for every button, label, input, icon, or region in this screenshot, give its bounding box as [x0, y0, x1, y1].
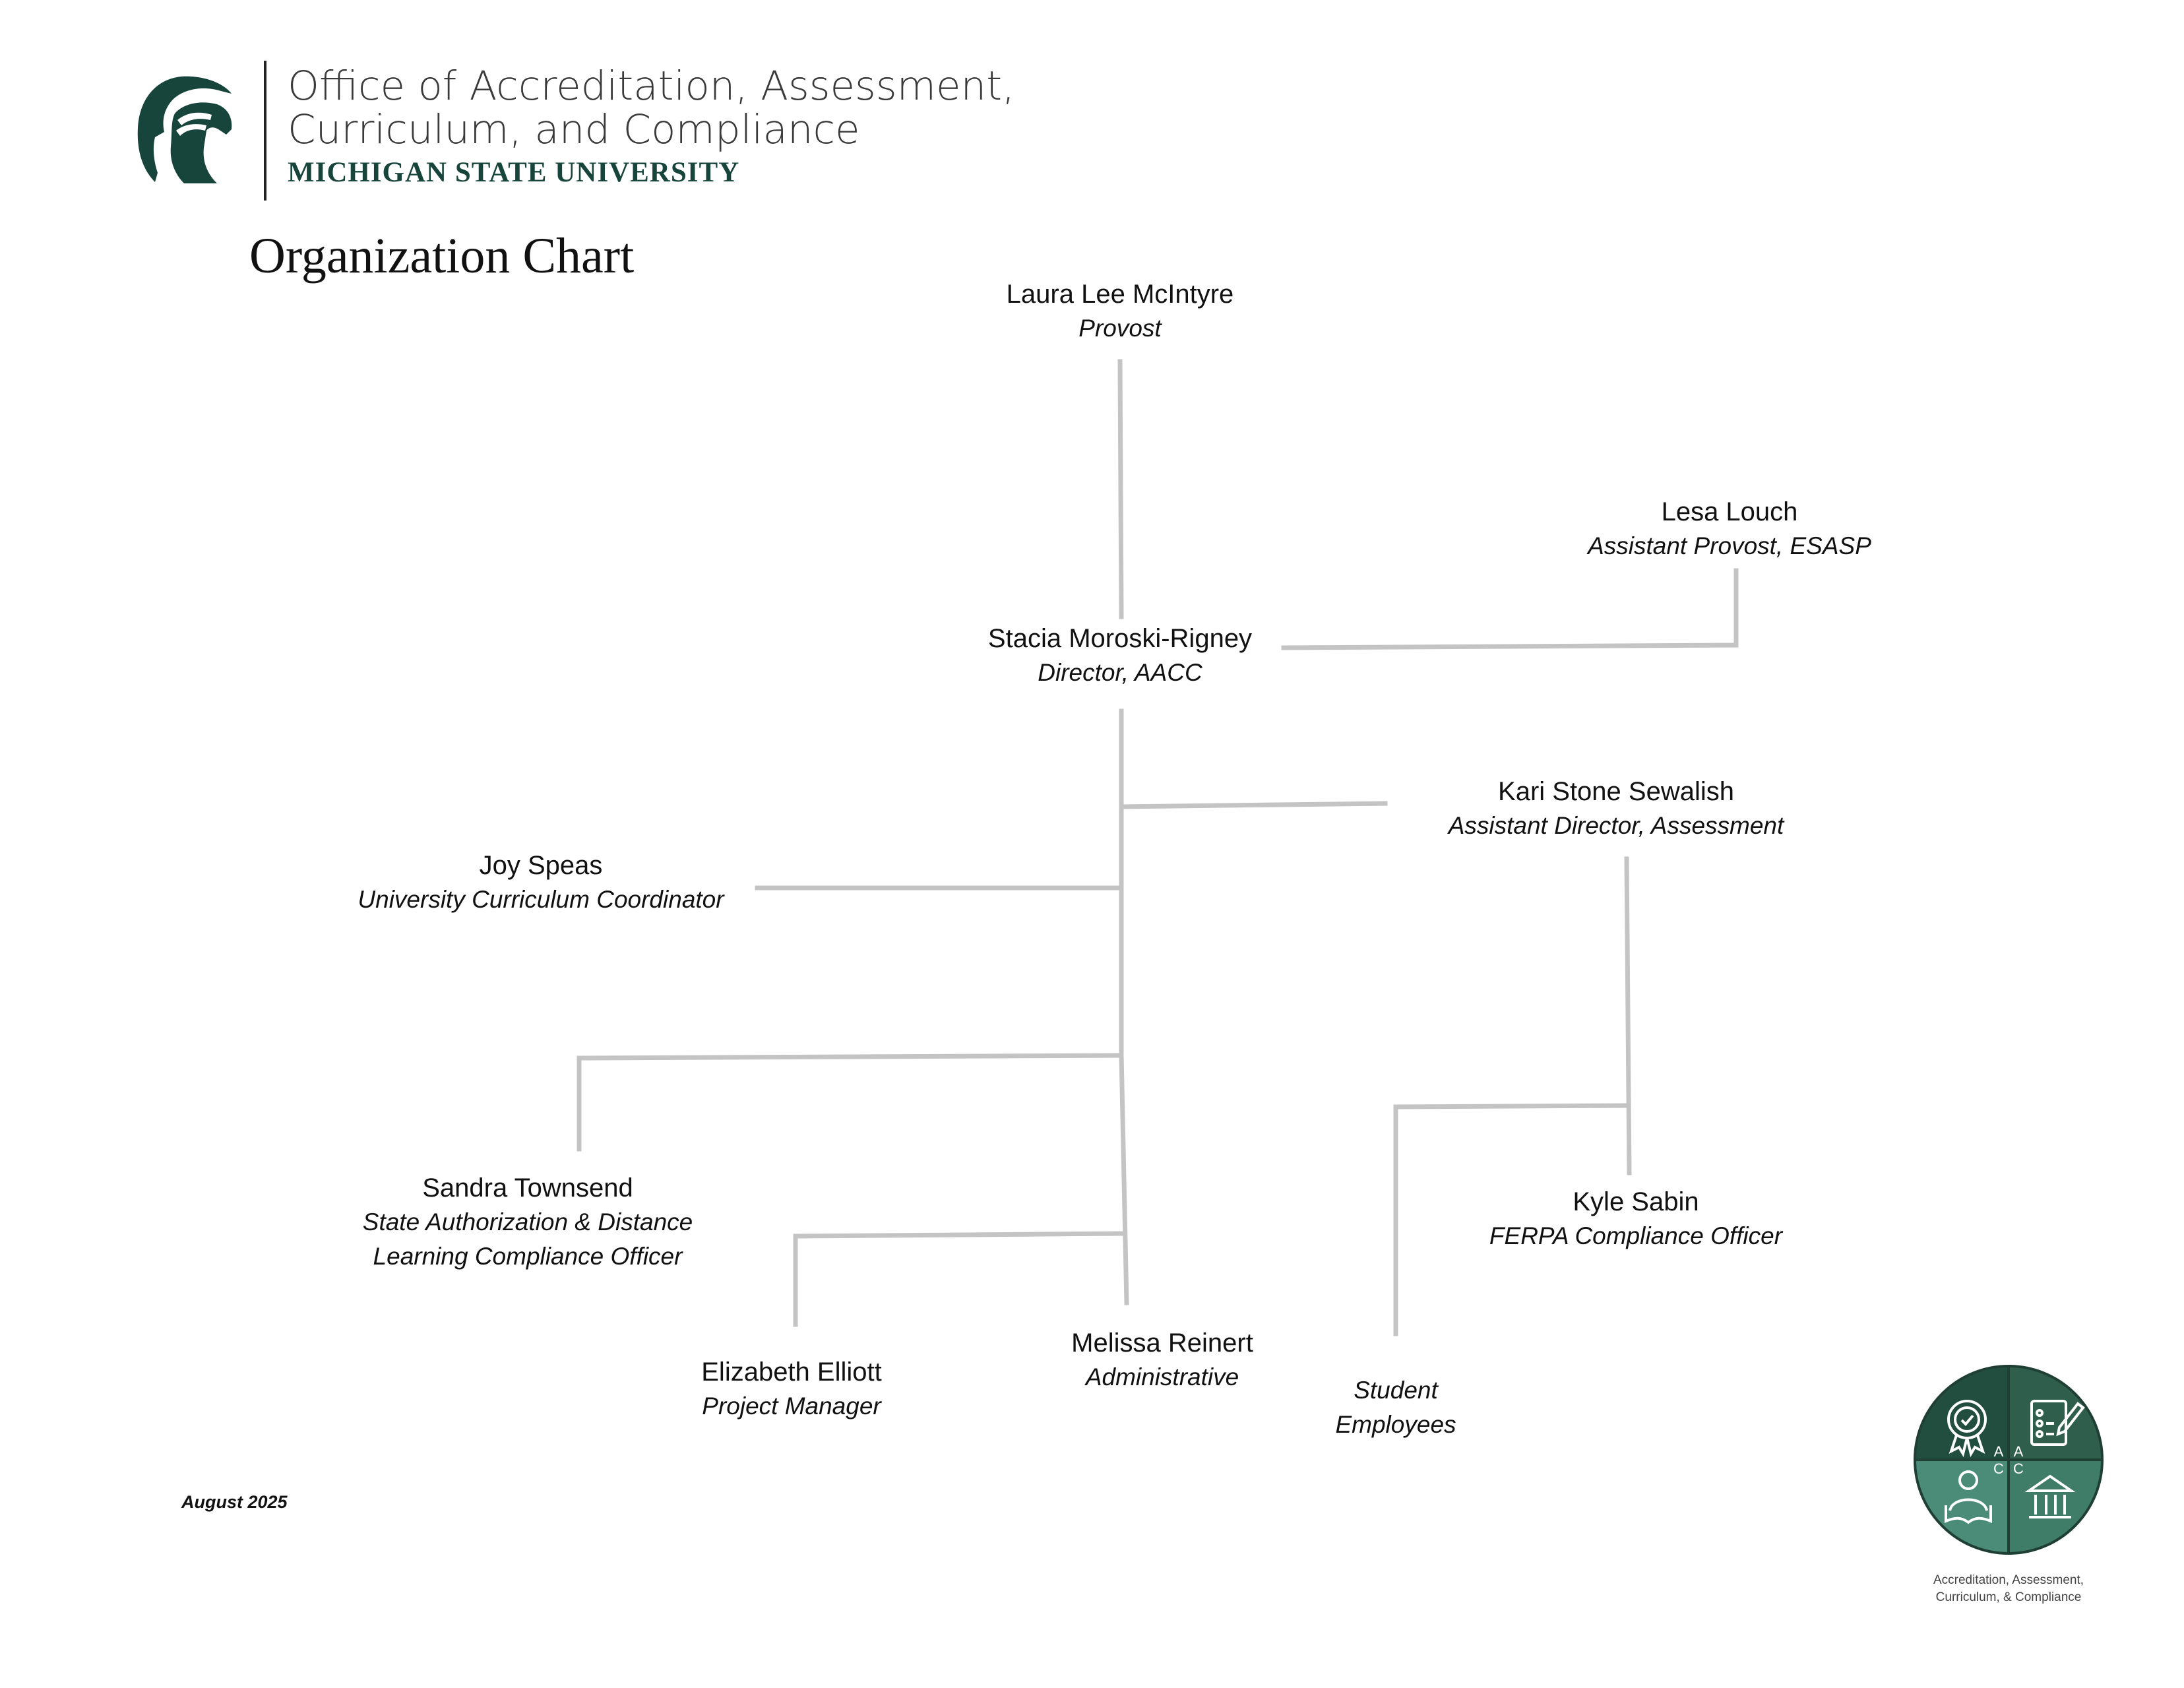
kari-name: Kari Stone Sewalish — [1498, 777, 1734, 806]
date-note: August 2025 — [181, 1492, 288, 1512]
node-lesa-louch: Lesa Louch Assistant Provost, ESASP — [1532, 495, 1927, 563]
students-line-2: Employees — [1335, 1411, 1456, 1438]
node-melissa-reinert: Melissa Reinert Administrative — [964, 1326, 1360, 1394]
kyle-title: FERPA Compliance Officer — [1489, 1222, 1783, 1249]
node-kari-stone-sewalish: Kari Stone Sewalish Assistant Director, … — [1385, 774, 1847, 843]
header-divider — [264, 61, 266, 201]
seal-letter-c2: C — [2013, 1460, 2024, 1477]
provost-name: Laura Lee McIntyre — [1006, 280, 1234, 309]
provost-title: Provost — [1078, 315, 1162, 342]
seal-caption: Accreditation, Assessment, Curriculum, &… — [1900, 1572, 2117, 1606]
sandra-name: Sandra Townsend — [422, 1173, 633, 1203]
office-header: Office of Accreditation, Assessment, Cur… — [288, 65, 1015, 191]
kari-title: Assistant Director, Assessment — [1448, 812, 1784, 839]
node-director: Stacia Moroski-Rigney Director, AACC — [922, 621, 1318, 690]
elizabeth-title: Project Manager — [702, 1392, 881, 1420]
lesa-name: Lesa Louch — [1661, 497, 1798, 526]
director-title: Director, AACC — [1038, 659, 1202, 686]
page-title: Organization Chart — [249, 228, 635, 284]
university-name: MICHIGAN STATE UNIVERSITY — [288, 157, 740, 188]
connector-melissa-trunk — [1119, 1053, 1129, 1305]
office-name-line-2: Curriculum, and Compliance — [288, 106, 860, 153]
connector-elizabeth — [793, 1231, 1127, 1327]
aacc-seal-logo: A A C C — [1914, 1365, 2104, 1555]
connector-lesa-director — [1281, 568, 1739, 650]
seal-caption-line-2: Curriculum, & Compliance — [1935, 1590, 2082, 1604]
node-kyle-sabin: Kyle Sabin FERPA Compliance Officer — [1405, 1185, 1867, 1253]
node-student-employees: Student Employees — [1264, 1373, 1528, 1442]
sandra-title-line-1: State Authorization & Distance — [362, 1208, 693, 1235]
connector-sandra — [577, 1053, 1124, 1152]
node-elizabeth-elliott: Elizabeth Elliott Project Manager — [594, 1355, 989, 1423]
seal-letter-a1: A — [1994, 1443, 2004, 1460]
node-sandra-townsend: Sandra Townsend State Authorization & Di… — [297, 1171, 759, 1274]
students-line-1: Student — [1354, 1377, 1438, 1404]
joy-title: University Curriculum Coordinator — [358, 886, 724, 913]
melissa-title: Administrative — [1085, 1363, 1239, 1391]
lesa-title: Assistant Provost, ESASP — [1588, 532, 1871, 559]
elizabeth-name: Elizabeth Elliott — [701, 1358, 882, 1387]
building-icon — [2024, 1474, 2076, 1518]
seal-letter-a2: A — [2014, 1443, 2024, 1460]
melissa-name: Melissa Reinert — [1071, 1329, 1253, 1358]
joy-name: Joy Speas — [479, 851, 603, 880]
sandra-title-line-2: Learning Compliance Officer — [373, 1243, 683, 1270]
director-name: Stacia Moroski-Rigney — [987, 624, 1253, 653]
connector-kari — [1119, 801, 1388, 809]
reader-icon — [1945, 1470, 1992, 1524]
node-joy-speas: Joy Speas University Curriculum Coordina… — [310, 848, 772, 917]
checklist-icon — [2030, 1400, 2085, 1446]
office-name-line-1: Office of Accreditation, Assessment, — [288, 63, 1015, 109]
seal-caption-line-1: Accreditation, Assessment, — [1933, 1573, 2084, 1587]
node-provost: Laura Lee McIntyre Provost — [922, 277, 1318, 346]
connector-provost-director — [1117, 359, 1124, 619]
connector-students — [1393, 1103, 1631, 1336]
award-ribbon-icon — [1947, 1400, 1987, 1458]
kyle-name: Kyle Sabin — [1573, 1187, 1699, 1216]
connector-kari-kyle — [1624, 856, 1632, 1175]
spartan-helmet-logo — [137, 76, 232, 183]
seal-letter-c1: C — [1993, 1460, 2004, 1477]
